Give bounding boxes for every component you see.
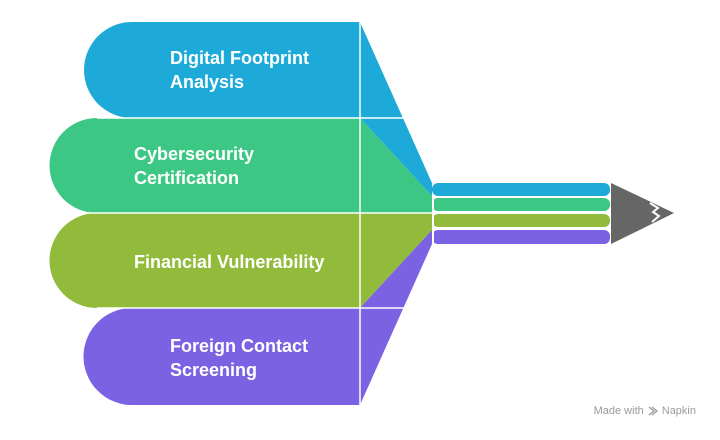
label-financial: Financial Vulnerability xyxy=(134,252,324,272)
stripe-digital-footprint xyxy=(432,183,610,196)
pencil-tip xyxy=(611,183,674,244)
stripe-foreign-contact xyxy=(432,230,610,244)
band-foreign-contact xyxy=(83,230,432,405)
watermark-prefix: Made with xyxy=(593,405,644,417)
napkin-logo-icon xyxy=(648,406,658,416)
band-financial xyxy=(49,213,433,308)
label-cybersecurity: Cybersecurity Certification xyxy=(134,144,259,188)
watermark-brand: Napkin xyxy=(661,405,696,417)
label-digital-footprint: Digital Footprint Analysis xyxy=(170,48,314,92)
stripe-cybersecurity xyxy=(432,198,610,211)
band-digital-footprint xyxy=(84,22,432,196)
label-foreign-contact: Foreign Contact Screening xyxy=(170,336,313,380)
napkin-watermark: Made with Napkin xyxy=(594,405,696,417)
band-cybersecurity xyxy=(49,118,433,213)
divider-lines xyxy=(48,22,432,405)
stripe-financial xyxy=(432,214,610,227)
